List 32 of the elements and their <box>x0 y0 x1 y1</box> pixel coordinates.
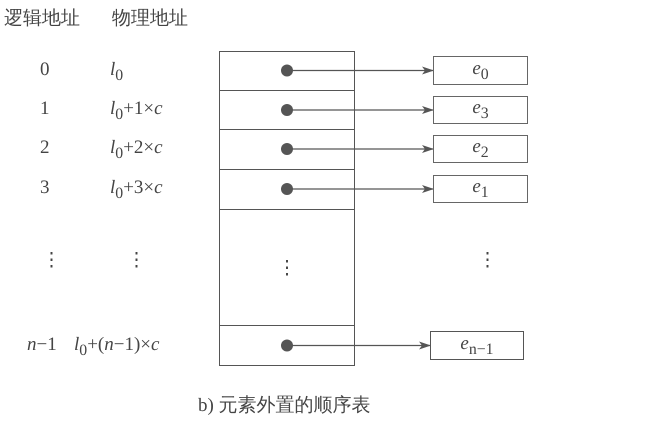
memory-cell <box>219 90 355 130</box>
element-box: e$_{3}$ <box>433 96 528 124</box>
pointer-arrow <box>281 183 434 195</box>
element-box: e$_{0}$ <box>433 56 528 85</box>
address-formula: l$_{0}$+1×c <box>110 98 163 125</box>
caption: b) 元素外置的顺序表 <box>198 395 371 417</box>
element-box: e$_{n−1}$ <box>430 331 524 360</box>
memory-cell <box>219 129 355 170</box>
index-number: 2 <box>40 137 50 159</box>
index-number: 1 <box>40 98 50 120</box>
ellipsis: ⋮ <box>478 250 497 272</box>
memory-cell <box>219 325 355 366</box>
column-header: 逻辑地址 <box>4 8 80 30</box>
index-number: 0 <box>40 59 50 81</box>
memory-cell: ⋮ <box>219 209 355 326</box>
pointer-arrow <box>281 104 434 116</box>
memory-cell <box>219 169 355 210</box>
address-formula: l$_{0}$+3×c <box>110 177 163 204</box>
pointer-arrow <box>281 143 434 155</box>
element-box: e$_{2}$ <box>433 135 528 163</box>
address-formula: l$_{0}$ <box>110 59 124 86</box>
index-number: n−1 <box>27 334 57 356</box>
index-number: 3 <box>40 177 50 199</box>
ellipsis: ⋮ <box>127 250 146 272</box>
address-formula: l$_{0}$+(n−1)×c <box>74 334 160 361</box>
pointer-arrow <box>281 340 431 352</box>
pointer-arrow <box>281 64 434 76</box>
element-box: e$_{1}$ <box>433 175 528 203</box>
ellipsis: ⋮ <box>42 250 61 272</box>
address-formula: l$_{0}$+2×c <box>110 137 163 164</box>
memory-cell <box>219 51 355 91</box>
column-header: 物理地址 <box>112 8 188 30</box>
